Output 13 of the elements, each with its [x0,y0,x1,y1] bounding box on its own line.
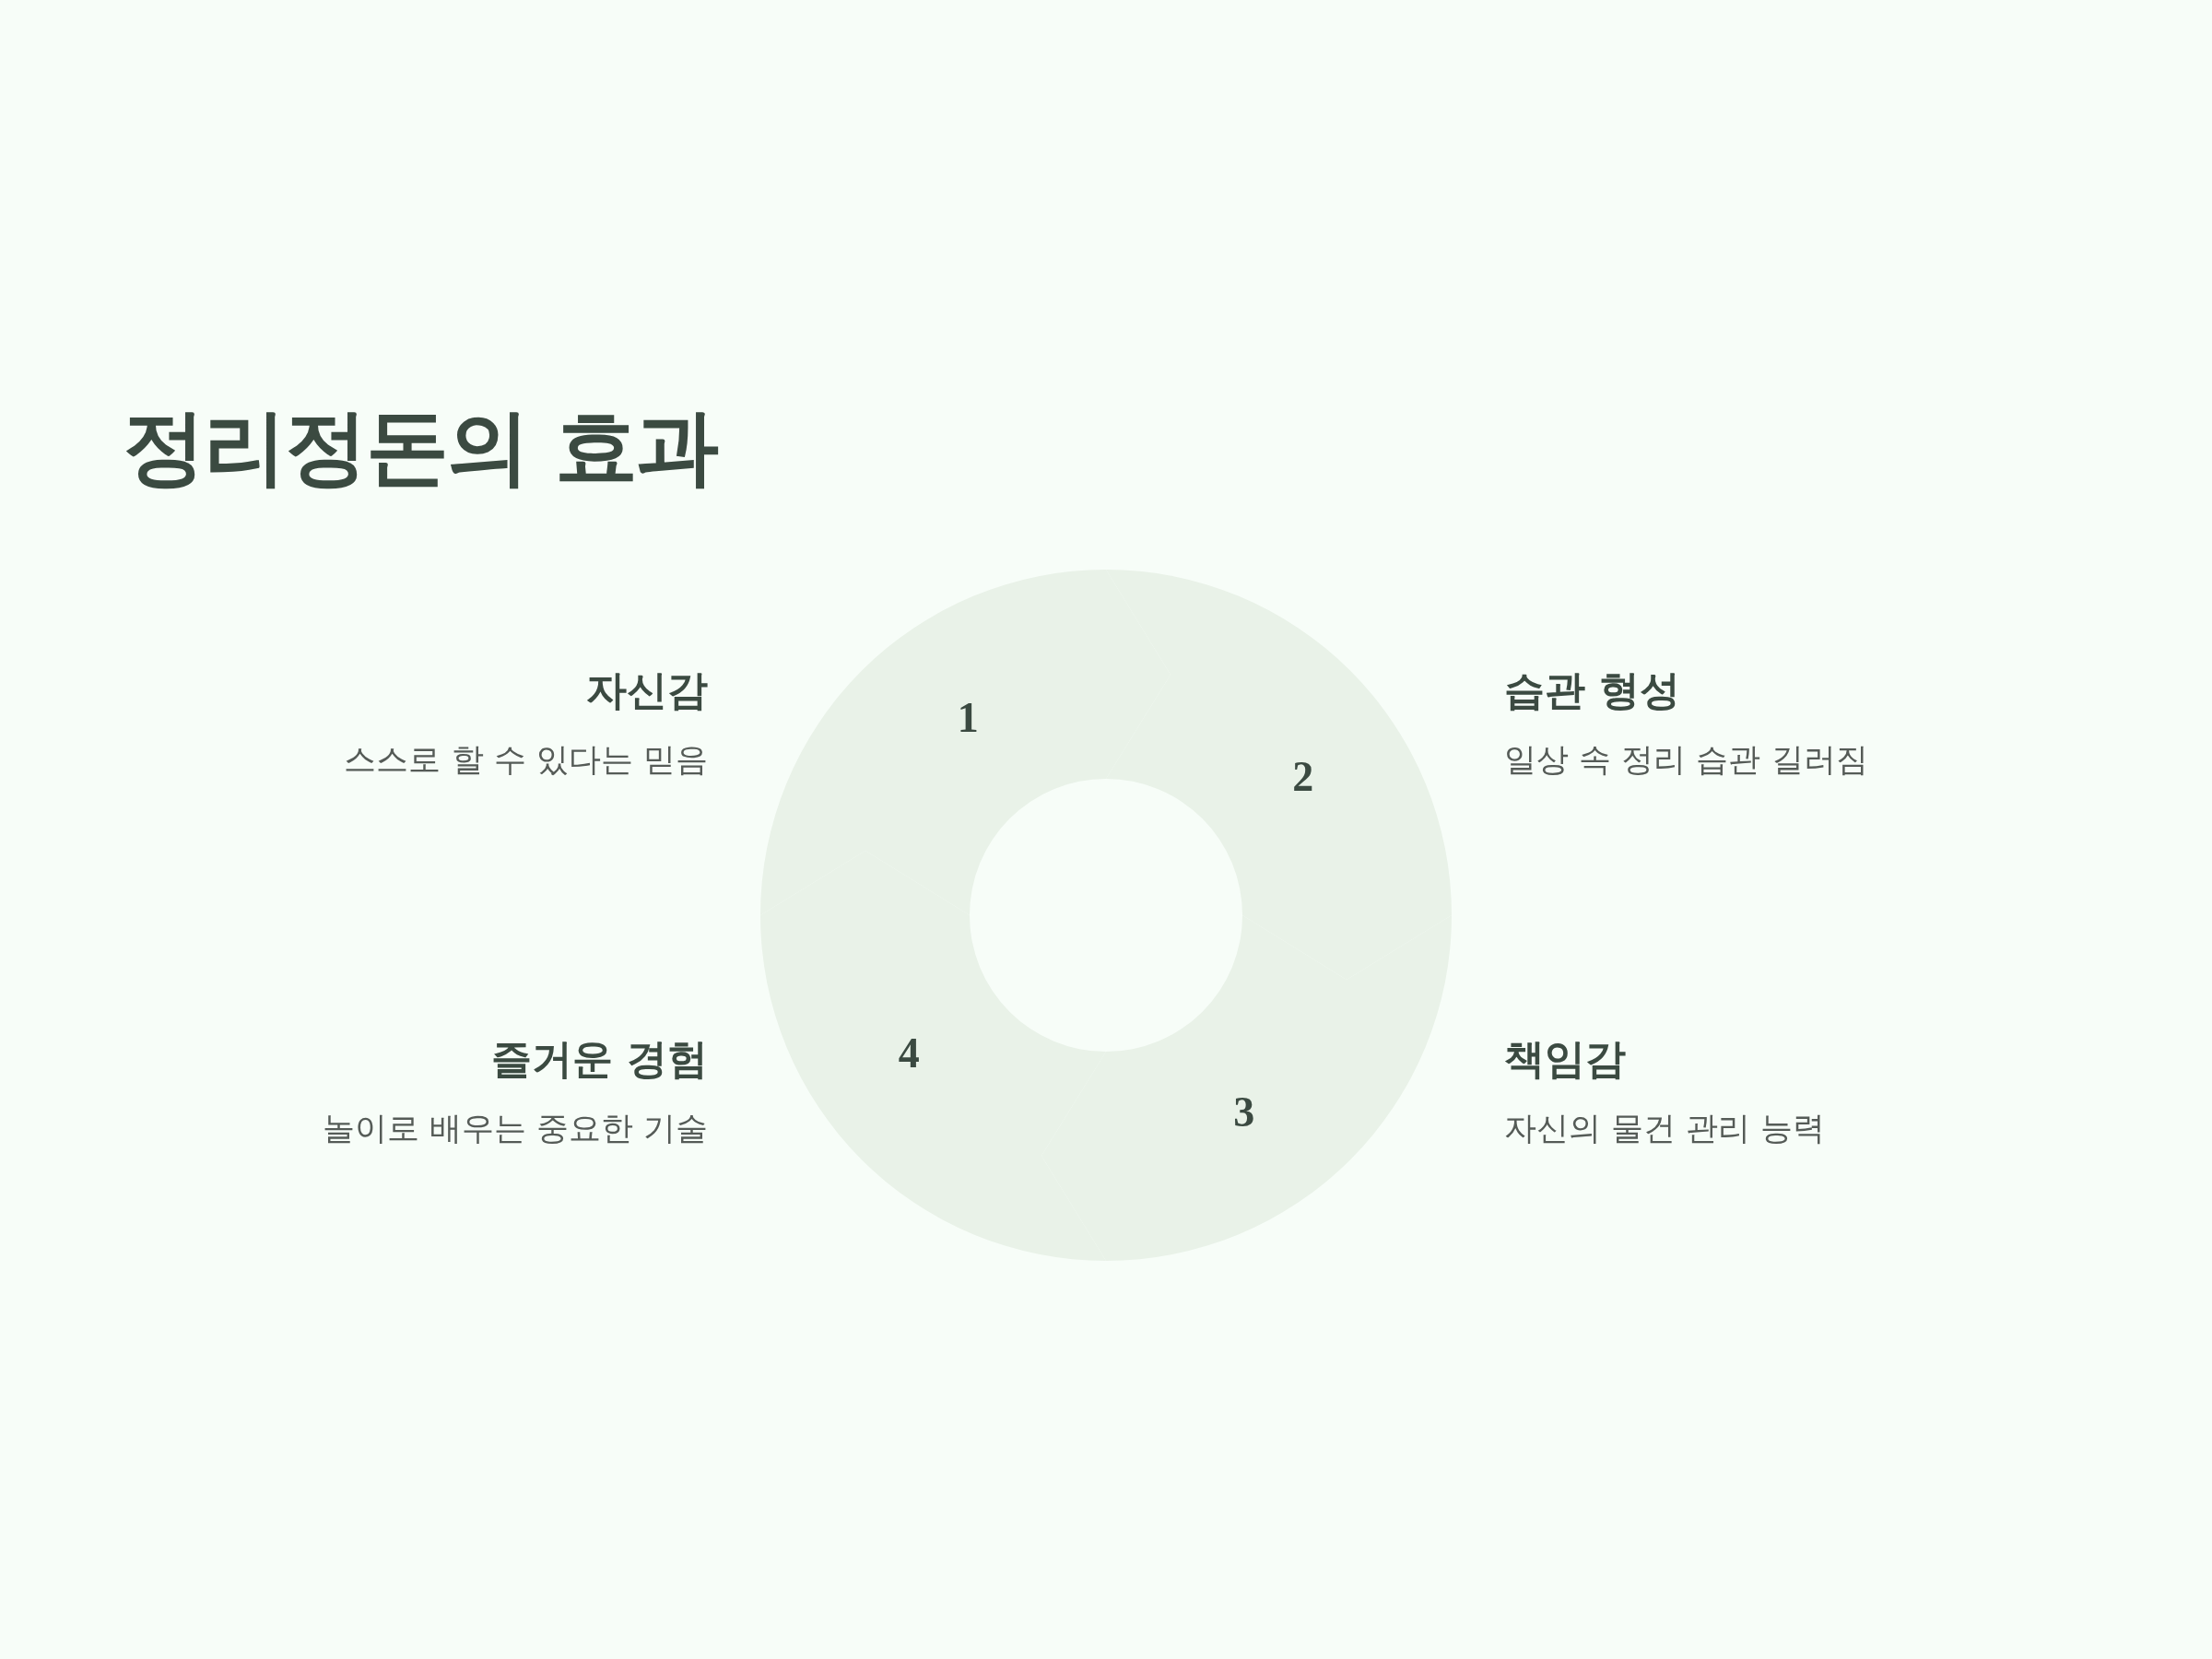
item-description: 일상 속 정리 습관 길러짐 [1504,740,1868,780]
item-heading: 습관 형성 [1504,665,1681,715]
item-heading: 책임감 [1504,1034,1626,1084]
step-number: 4 [898,1031,920,1075]
title: 정리정돈의 효과 [123,397,718,497]
item-description: 스스로 할 수 있다는 믿음 [344,740,708,780]
step-number: 3 [1233,1090,1255,1134]
item-heading: 즐거운 경험 [490,1034,708,1084]
item-heading: 자신감 [586,665,708,715]
step-number: 1 [957,697,979,740]
item-description: 자신의 물건 관리 능력 [1504,1109,1826,1148]
step-number: 2 [1292,756,1314,799]
item-description: 놀이로 배우는 중요한 기술 [322,1109,708,1148]
